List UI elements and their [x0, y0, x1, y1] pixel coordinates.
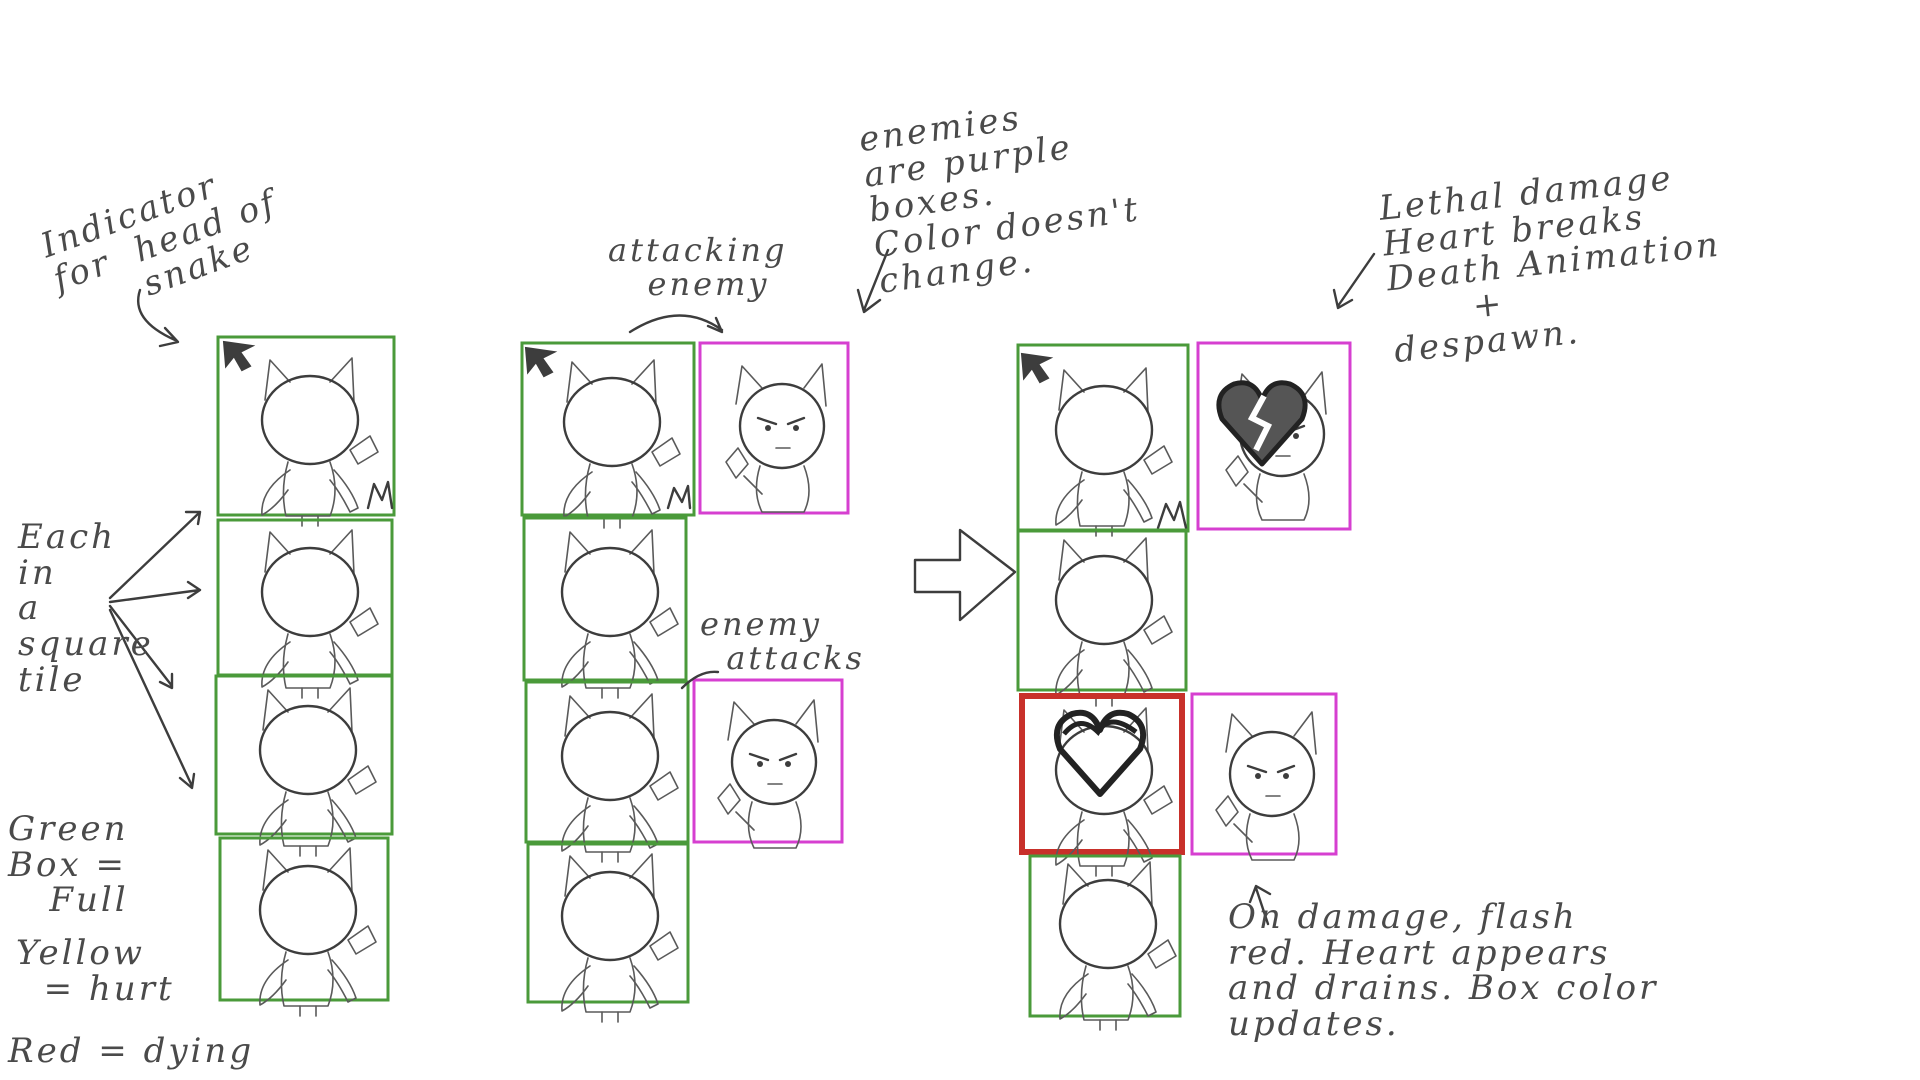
each-tile-note: Each in a square tile: [18, 517, 154, 700]
column-2: [520, 341, 850, 1024]
red-note: Red = dying: [8, 1031, 255, 1071]
snake-tile: [214, 674, 394, 836]
column-3: [1016, 341, 1352, 1032]
snake-tile: [520, 341, 696, 517]
transition-arrow-icon: [913, 528, 1017, 622]
attacking-enemy-note: attacking enemy: [608, 231, 788, 303]
annotation-arrows: [108, 248, 1376, 926]
green-note: Green Box = Full: [8, 809, 129, 921]
dying-snake-tile: [1019, 693, 1185, 855]
on-damage-note: On damage, flash red. Heart appears and …: [1228, 897, 1659, 1045]
broken-heart-icon: [1219, 383, 1305, 464]
snake-tile: [1028, 854, 1182, 1018]
head-indicator-icon: [525, 347, 555, 377]
snake-tile: [1016, 528, 1188, 692]
head-indicator-icon: [1021, 353, 1051, 383]
enemy-tile: [698, 341, 850, 515]
yellow-note: Yellow = hurt: [16, 933, 175, 1009]
snake-tile: [524, 680, 690, 844]
column-1: [214, 335, 396, 1018]
snake-tile: [216, 335, 396, 517]
enemy-tile: [1196, 341, 1352, 531]
head-indicator-icon: [223, 341, 253, 371]
enemy-attacks-note: enemy attacks: [700, 605, 865, 677]
snake-tile: [216, 518, 394, 677]
snake-tile: [526, 842, 690, 1004]
enemy-tile: [692, 678, 844, 844]
enemies-purple-note: enemies are purple boxes. Color doesn't …: [856, 97, 1143, 302]
enemy-tile: [1190, 692, 1338, 856]
snake-tile: [522, 516, 688, 682]
snake-tile: [218, 836, 390, 1002]
lethal-note: Lethal damage Heart breaks Death Animati…: [1377, 158, 1723, 371]
